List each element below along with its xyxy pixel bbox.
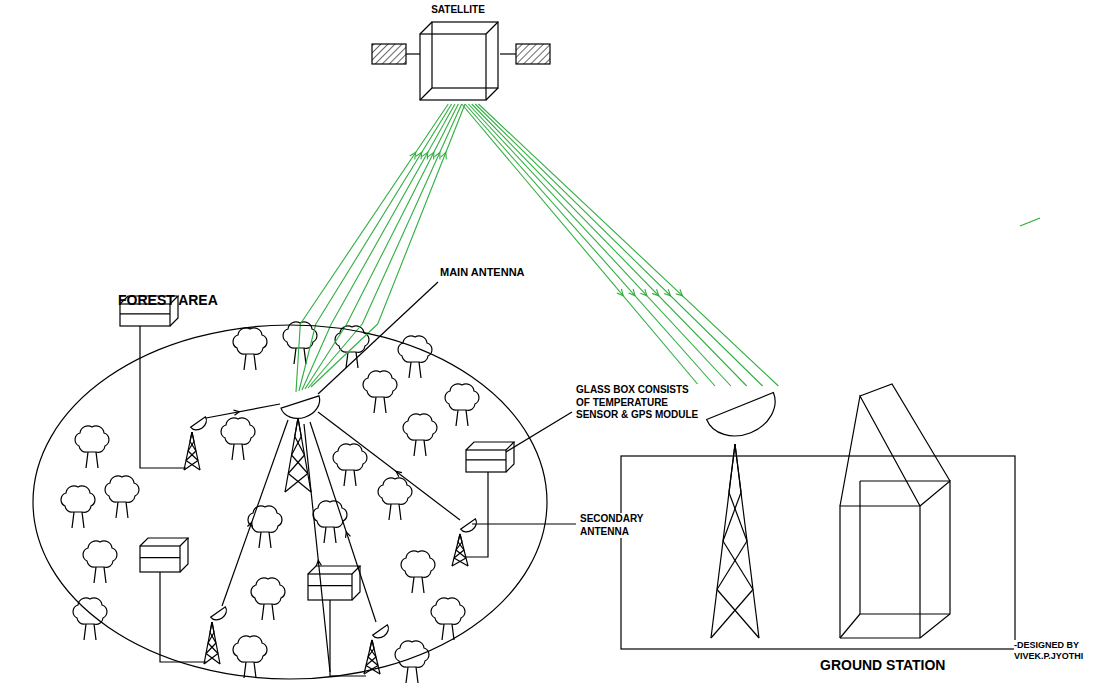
node-heading: SATELLITE: [431, 4, 485, 17]
signal-arrow: [206, 404, 460, 672]
outline: [33, 325, 547, 679]
callout-label: MAIN ANTENNA: [440, 266, 525, 280]
node-outline: [620, 386, 1016, 650]
stray-mark: [1020, 218, 1040, 226]
secondary-antenna: [184, 417, 480, 674]
satellite-box: SATELLITE: [418, 20, 502, 104]
callout-label: GLASS BOX CONSISTS OF TEMPERATURE SENSOR…: [576, 384, 704, 422]
node-outline: [418, 20, 502, 104]
signal-beam: [296, 104, 465, 392]
ground-station: GROUND STATION: [620, 386, 1016, 650]
tree: [61, 322, 479, 683]
designer-credit: -DESIGNED BY VIVEK.P.JYOTHI: [1014, 640, 1090, 663]
node-heading: GROUND STATION: [820, 657, 945, 675]
callout-label: SECONDARY ANTENNA: [580, 513, 672, 538]
signal-beam: [462, 104, 779, 386]
node-heading: FOREST AREA: [118, 292, 218, 310]
outline: [621, 384, 1015, 649]
forest-area: FOREST AREA: [32, 324, 548, 680]
leader-line: [318, 282, 576, 524]
node-outline: [32, 324, 548, 680]
outline: [420, 22, 498, 100]
glass-box: [120, 296, 514, 676]
